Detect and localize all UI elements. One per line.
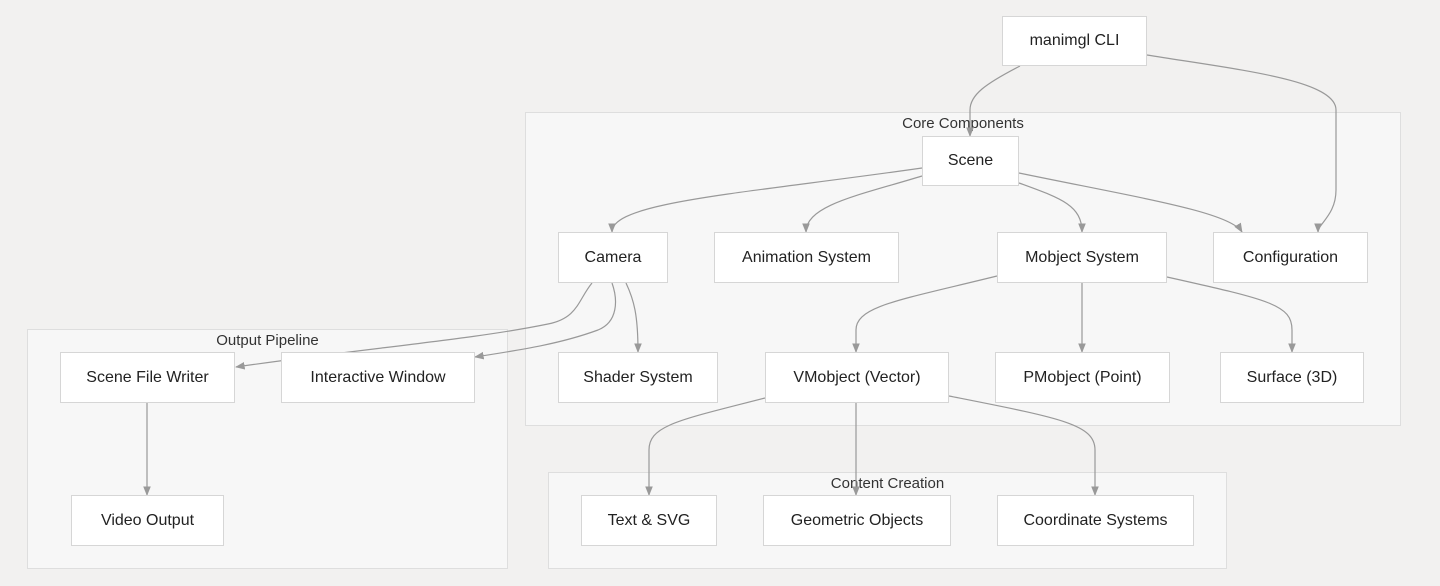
node-vmobject: VMobject (Vector) xyxy=(765,352,949,403)
edge-scene-to-camera xyxy=(608,167,923,233)
node-scene: Scene xyxy=(922,136,1019,186)
edge-vmobject-to-coordinate xyxy=(948,395,1099,496)
node-camera: Camera xyxy=(558,232,668,283)
edge-scene-to-mobject xyxy=(1018,182,1086,233)
node-mobject-system: Mobject System xyxy=(997,232,1167,283)
edge-scene-to-configuration xyxy=(1018,172,1243,233)
edge-cli-to-scene xyxy=(966,65,1021,137)
node-shader-system: Shader System xyxy=(558,352,718,403)
node-video-output: Video Output xyxy=(71,495,224,546)
node-pmobject: PMobject (Point) xyxy=(995,352,1170,403)
node-configuration: Configuration xyxy=(1213,232,1368,283)
edge-mobject-to-vmobject xyxy=(852,275,998,353)
edge-scene-to-animation xyxy=(802,175,923,233)
node-manimgl-cli: manimgl CLI xyxy=(1002,16,1147,66)
edge-mobject-to-surface xyxy=(1166,276,1296,353)
node-scene-file-writer: Scene File Writer xyxy=(60,352,235,403)
cluster-label-output-pipeline: Output Pipeline xyxy=(216,332,319,349)
edge-camera-to-shader xyxy=(625,282,642,353)
edge-camera-to-window xyxy=(474,282,617,360)
node-animation-system: Animation System xyxy=(714,232,899,283)
edge-vmobject-to-text-svg xyxy=(645,397,766,496)
node-coordinate-systems: Coordinate Systems xyxy=(997,495,1194,546)
edge-cli-to-configuration xyxy=(1146,54,1337,233)
node-text-svg: Text & SVG xyxy=(581,495,717,546)
node-geometric-objects: Geometric Objects xyxy=(763,495,951,546)
cluster-label-core-components: Core Components xyxy=(902,115,1024,132)
node-surface: Surface (3D) xyxy=(1220,352,1364,403)
node-interactive-window: Interactive Window xyxy=(281,352,475,403)
